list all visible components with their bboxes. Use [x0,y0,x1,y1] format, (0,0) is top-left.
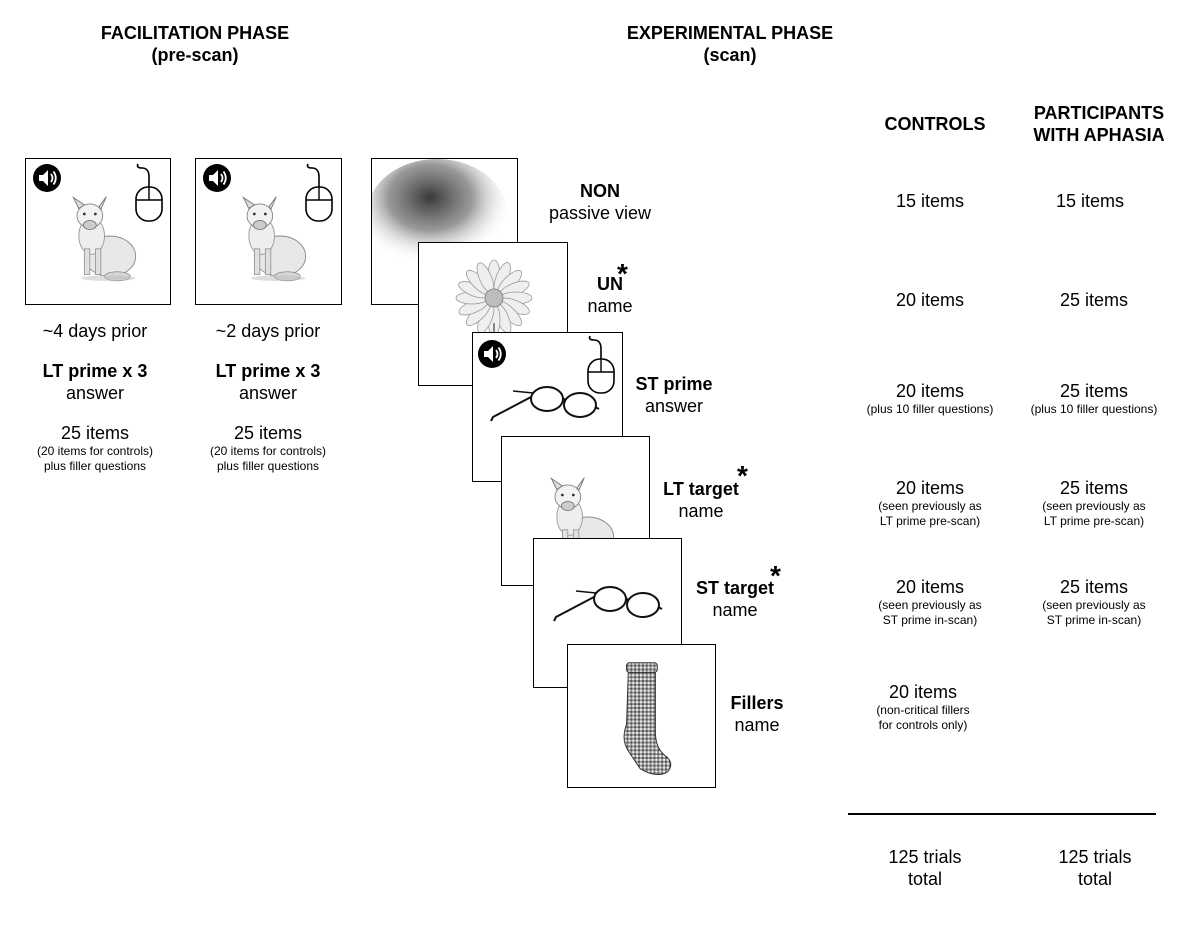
mouse-icon [135,163,163,222]
aphasia-note: (seen previously as [1042,598,1146,612]
experimental-subtitle-text: (scan) [703,45,757,65]
speaker-icon [477,339,507,369]
condition-name: Fillers [730,693,784,713]
experimental-title-text: EXPERIMENTAL PHASE [626,23,834,43]
response-text: answer [238,383,298,403]
speaker-icon [202,163,232,193]
controls-row-fillers: 20 items (non-critical fillers for contr… [833,681,1013,733]
controls-note: (seen previously as [878,499,982,513]
facilitation-column-2: ~2 days prior LT prime x 3 answer 25 ite… [183,320,353,474]
controls-count: 20 items [888,682,958,702]
aphasia-count: 25 items [1059,577,1129,597]
asterisk-mark: * [770,560,781,591]
condition-label-fillers: Fillers name [706,692,808,736]
asterisk-mark: * [617,258,628,289]
aphasia-header: PARTICIPANTS WITH APHASIA [1010,102,1188,146]
aphasia-row-st-prime: 25 items (plus 10 filler questions) [1004,380,1184,417]
controls-row-st-prime: 20 items (plus 10 filler questions) [840,380,1020,417]
task-text: LT prime x 3 [215,361,321,381]
items-note: (20 items for controls) [36,444,154,458]
aphasia-header-line: PARTICIPANTS [1033,103,1165,123]
aphasia-count: 25 items [1059,478,1129,498]
items-note: plus filler questions [216,459,320,473]
facilitation-title-text: FACILITATION PHASE [100,23,290,43]
aphasia-count: 15 items [1055,191,1125,211]
speaker-icon [32,163,62,193]
mouse-icon [587,335,615,394]
condition-name: ST target [695,578,774,598]
aphasia-row-un: 25 items [1014,289,1174,311]
timing-text: ~2 days prior [215,321,321,341]
facilitation-subtitle-text: (pre-scan) [151,45,239,65]
experimental-phase-title: EXPERIMENTAL PHASE (scan) [590,22,870,66]
condition-label-un: UN name [560,273,660,317]
controls-total: 125 trials total [845,846,1005,890]
aphasia-count: 25 items [1059,381,1129,401]
timing-text: ~4 days prior [42,321,148,341]
aphasia-note: LT prime pre-scan) [1043,514,1145,528]
aphasia-note: (plus 10 filler questions) [1030,402,1158,416]
facilitation-column-1: ~4 days prior LT prime x 3 answer 25 ite… [10,320,180,474]
mouse-icon [305,163,333,222]
asterisk-mark: * [737,460,748,491]
condition-name: UN [597,274,623,294]
items-text: 25 items [60,423,130,443]
aphasia-note: (seen previously as [1042,499,1146,513]
condition-label-non: NON passive view [520,180,680,224]
task-text: LT prime x 3 [42,361,148,381]
response-text: answer [65,383,125,403]
condition-label-st-target: ST target name [674,577,796,621]
controls-row-un: 20 items [850,289,1010,311]
facilitation-card-1 [25,158,171,305]
condition-label-st-prime: ST prime answer [614,373,734,417]
aphasia-total-line: 125 trials [1058,847,1132,867]
condition-name: LT target [663,479,739,499]
condition-name: ST prime [635,374,713,394]
controls-count: 20 items [895,290,965,310]
sock-picture [623,662,672,776]
aphasia-row-st-target: 25 items (seen previously as ST prime in… [1004,576,1184,628]
controls-count: 20 items [895,381,965,401]
card-fillers [567,644,716,788]
items-note: (20 items for controls) [209,444,327,458]
noise-picture [372,159,507,269]
controls-note: LT prime pre-scan) [879,514,981,528]
aphasia-row-lt-target: 25 items (seen previously as LT prime pr… [1004,477,1184,529]
items-note: plus filler questions [43,459,147,473]
condition-name: NON [580,181,620,201]
controls-count: 20 items [895,577,965,597]
condition-task: answer [644,396,704,416]
aphasia-header-line: WITH APHASIA [1033,125,1165,145]
condition-task: name [678,501,724,521]
condition-label-lt-target: LT target name [640,478,762,522]
controls-note: for controls only) [878,718,968,732]
aphasia-count: 25 items [1059,290,1129,310]
controls-note: (non-critical fillers [876,703,970,717]
controls-total-line: total [907,869,943,889]
controls-total-line: 125 trials [888,847,962,867]
facilitation-phase-title: FACILITATION PHASE (pre-scan) [60,22,330,66]
controls-row-lt-target: 20 items (seen previously as LT prime pr… [840,477,1020,529]
condition-task: name [712,600,758,620]
controls-note: (seen previously as [878,598,982,612]
aphasia-total: 125 trials total [1015,846,1175,890]
controls-row-non: 15 items [850,190,1010,212]
condition-task: passive view [548,203,652,223]
controls-row-st-target: 20 items (seen previously as ST prime in… [840,576,1020,628]
aphasia-total-line: total [1077,869,1113,889]
controls-note: ST prime in-scan) [882,613,978,627]
controls-count: 20 items [895,478,965,498]
facilitation-card-2 [195,158,342,305]
controls-count: 15 items [895,191,965,211]
controls-note: (plus 10 filler questions) [866,402,994,416]
items-text: 25 items [233,423,303,443]
controls-header: CONTROLS [884,114,986,134]
totals-divider [848,813,1156,815]
condition-task: name [587,296,633,316]
condition-task: name [734,715,780,735]
aphasia-row-non: 15 items [1010,190,1170,212]
aphasia-note: ST prime in-scan) [1046,613,1142,627]
